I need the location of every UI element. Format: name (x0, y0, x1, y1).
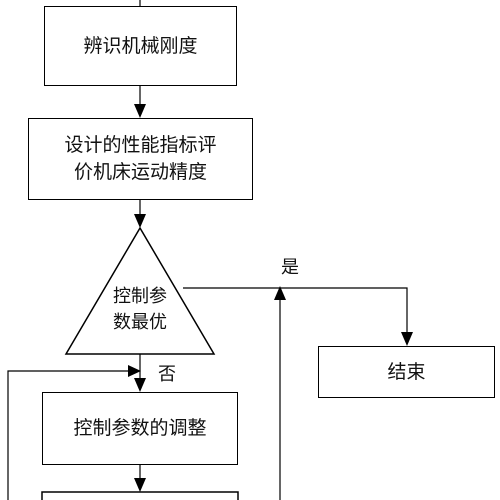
next-box-partial (41, 491, 239, 500)
arrowhead-return-loop (274, 286, 286, 300)
node-decision-label-line1: 控制参 (113, 286, 167, 307)
edge-label-no: 否 (158, 364, 176, 385)
node-adjust-label: 控制参数的调整 (73, 417, 207, 439)
node-design-label-line2: 价机床运动精度 (73, 161, 207, 183)
node-decision-label-line2: 数最优 (113, 312, 167, 333)
arrowhead-design-decision (134, 214, 146, 228)
node-design-label-line1: 设计的性能指标评 (64, 134, 217, 156)
node-identify-label: 辨识机械刚度 (83, 34, 198, 57)
arrowhead-identify-design (134, 104, 146, 118)
node-design-evaluate: 设计的性能指标评 价机床运动精度 (28, 118, 253, 200)
arrowhead-yes (401, 332, 413, 346)
connector-left-loop (7, 370, 130, 500)
connector-yes-path (183, 287, 408, 334)
arrowhead-left-loop (128, 365, 141, 377)
node-end: 结束 (318, 346, 495, 398)
node-decision-label: 控制参 数最优 (95, 284, 185, 336)
node-end-label: 结束 (387, 360, 426, 383)
arrowhead-no (134, 378, 146, 392)
arrowhead-adjust-next (134, 478, 146, 492)
node-adjust-parameters: 控制参数的调整 (42, 392, 238, 465)
node-identify-stiffness: 辨识机械刚度 (44, 6, 237, 86)
edge-label-yes: 是 (281, 257, 299, 278)
